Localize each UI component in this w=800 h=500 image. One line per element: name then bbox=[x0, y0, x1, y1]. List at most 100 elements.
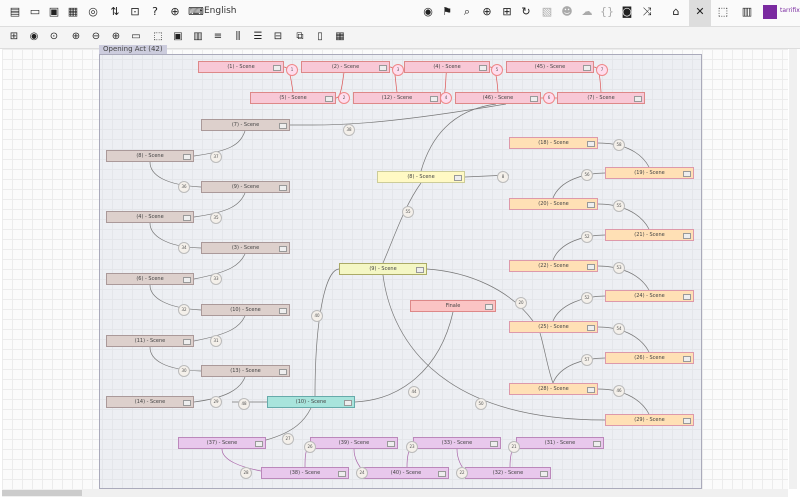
connection-badge[interactable]: 23 bbox=[406, 441, 418, 453]
connection-badge[interactable]: 36 bbox=[178, 181, 190, 193]
connection-badge[interactable]: 46 bbox=[613, 385, 625, 397]
connection-badge[interactable]: 8 bbox=[497, 171, 509, 183]
connection-badge[interactable]: 52 bbox=[581, 292, 593, 304]
align-rows-icon[interactable]: ≡ bbox=[213, 31, 223, 42]
connection-badge[interactable]: 38 bbox=[343, 124, 355, 136]
scene-node[interactable]: (31) - Scene bbox=[516, 437, 604, 449]
align-left-icon[interactable]: ☰ bbox=[253, 31, 263, 42]
connection-badge[interactable]: 22 bbox=[456, 467, 468, 479]
columns-icon[interactable]: ▥ bbox=[741, 5, 753, 18]
scene-node[interactable]: (26) - Scene bbox=[605, 352, 694, 364]
connection-badge[interactable]: 32 bbox=[178, 304, 190, 316]
search-icon[interactable]: ⌕ bbox=[463, 5, 471, 18]
scene-node[interactable]: (46) - Scene bbox=[455, 92, 541, 104]
scene-node[interactable]: (12) - Scene bbox=[353, 92, 441, 104]
scene-node[interactable]: (2) - Scene bbox=[301, 61, 390, 73]
add-circle-icon[interactable]: ⊕ bbox=[482, 5, 492, 18]
node-menu-icon[interactable] bbox=[683, 171, 691, 177]
scene-node[interactable]: (21) - Scene bbox=[605, 229, 694, 241]
connection-badge[interactable]: 58 bbox=[613, 139, 625, 151]
node-menu-icon[interactable] bbox=[279, 123, 287, 129]
node-menu-icon[interactable] bbox=[485, 304, 493, 310]
node-menu-icon[interactable] bbox=[490, 441, 498, 447]
node-menu-icon[interactable] bbox=[530, 96, 538, 102]
scene-node[interactable]: (38) - Scene bbox=[261, 467, 349, 479]
connection-badge[interactable]: 57 bbox=[581, 354, 593, 366]
brand-logo-icon[interactable] bbox=[763, 5, 777, 19]
scene-node[interactable]: (19) - Scene bbox=[605, 167, 694, 179]
eye-icon[interactable]: ◉ bbox=[423, 5, 433, 18]
scene-node[interactable]: (9) - Scene bbox=[201, 181, 290, 193]
connection-badge[interactable]: 20 bbox=[515, 297, 527, 309]
connection-badge[interactable]: 35 bbox=[210, 212, 222, 224]
vertical-scrollbar[interactable] bbox=[789, 49, 797, 489]
connection-badge[interactable]: 5 bbox=[491, 64, 503, 76]
connection-badge[interactable]: 54 bbox=[613, 323, 625, 335]
add-square-icon[interactable]: ⊞ bbox=[502, 5, 512, 18]
save-icon[interactable]: ▣ bbox=[48, 5, 60, 18]
connection-badge[interactable]: 52 bbox=[581, 231, 593, 243]
user-icon[interactable]: ☻ bbox=[561, 5, 573, 18]
node-menu-icon[interactable] bbox=[593, 441, 601, 447]
scene-node[interactable]: (14) - Scene bbox=[106, 396, 194, 408]
node-menu-icon[interactable] bbox=[183, 154, 191, 160]
group-icon[interactable]: ▣ bbox=[173, 31, 183, 42]
node-menu-icon[interactable] bbox=[430, 96, 438, 102]
node-menu-icon[interactable] bbox=[416, 267, 424, 273]
node-menu-icon[interactable] bbox=[479, 65, 487, 71]
connection-badge[interactable]: 40 bbox=[311, 310, 323, 322]
connection-badge[interactable]: 37 bbox=[210, 151, 222, 163]
node-menu-icon[interactable] bbox=[183, 339, 191, 345]
node-menu-icon[interactable] bbox=[325, 96, 333, 102]
node-menu-icon[interactable] bbox=[379, 65, 387, 71]
language-label[interactable]: English bbox=[204, 6, 237, 16]
preview-icon[interactable]: ◉ bbox=[29, 31, 39, 42]
new-file-icon[interactable]: ▤ bbox=[9, 5, 21, 18]
clapper-icon[interactable]: ▧ bbox=[541, 5, 553, 18]
toolbox-icon[interactable]: ⌂ bbox=[672, 5, 680, 18]
sort-icon[interactable]: ⇅ bbox=[110, 5, 120, 18]
scene-node[interactable]: (45) - Scene bbox=[506, 61, 594, 73]
distribute-icon[interactable]: ⊟ bbox=[273, 31, 283, 42]
refresh-icon[interactable]: ↻ bbox=[521, 5, 531, 18]
add-node-icon[interactable]: ⊞ bbox=[9, 31, 19, 42]
scene-node[interactable]: (20) - Scene bbox=[509, 198, 598, 210]
connection-badge[interactable]: 2 bbox=[338, 92, 350, 104]
node-menu-icon[interactable] bbox=[387, 441, 395, 447]
node-menu-icon[interactable] bbox=[279, 246, 287, 252]
scene-node[interactable]: (40) - Scene bbox=[363, 467, 449, 479]
mouse-icon[interactable]: ⊙ bbox=[49, 31, 59, 42]
connection-badge[interactable]: 24 bbox=[356, 467, 368, 479]
scene-node[interactable]: (1) - Scene bbox=[198, 61, 284, 73]
connection-badge[interactable]: 33 bbox=[210, 273, 222, 285]
help-icon[interactable]: ? bbox=[152, 5, 158, 18]
node-menu-icon[interactable] bbox=[634, 96, 642, 102]
connection-badge[interactable]: 29 bbox=[210, 396, 222, 408]
scene-node[interactable]: (5) - Scene bbox=[250, 92, 336, 104]
connection-badge[interactable]: 27 bbox=[282, 433, 294, 445]
connection-badge[interactable]: 1 bbox=[286, 64, 298, 76]
connection-badge[interactable]: 56 bbox=[581, 169, 593, 181]
paste-icon[interactable]: ▯ bbox=[317, 31, 323, 42]
fit-view-icon[interactable]: ▭ bbox=[131, 31, 141, 42]
node-menu-icon[interactable] bbox=[183, 277, 191, 283]
connection-badge[interactable]: 30 bbox=[178, 365, 190, 377]
connection-badge[interactable]: 31 bbox=[210, 335, 222, 347]
node-menu-icon[interactable] bbox=[583, 65, 591, 71]
open-folder-icon[interactable]: ▭ bbox=[29, 5, 41, 18]
connection-badge[interactable]: 44 bbox=[408, 386, 420, 398]
horizontal-scrollbar[interactable] bbox=[2, 489, 788, 497]
scene-node[interactable]: (7) - Scene bbox=[557, 92, 645, 104]
node-menu-icon[interactable] bbox=[683, 294, 691, 300]
node-menu-icon[interactable] bbox=[683, 233, 691, 239]
node-menu-icon[interactable] bbox=[183, 215, 191, 221]
select-icon[interactable]: ⬚ bbox=[153, 31, 163, 42]
node-menu-icon[interactable] bbox=[273, 65, 281, 71]
scene-node[interactable]: (37) - Scene bbox=[178, 437, 266, 449]
node-menu-icon[interactable] bbox=[279, 185, 287, 191]
scene-node[interactable]: (8) - Scene bbox=[377, 171, 465, 183]
grid-icon[interactable]: ▦ bbox=[335, 31, 345, 42]
node-menu-icon[interactable] bbox=[587, 387, 595, 393]
node-menu-icon[interactable] bbox=[183, 400, 191, 406]
scene-node[interactable]: (10) - Scene bbox=[201, 304, 290, 316]
